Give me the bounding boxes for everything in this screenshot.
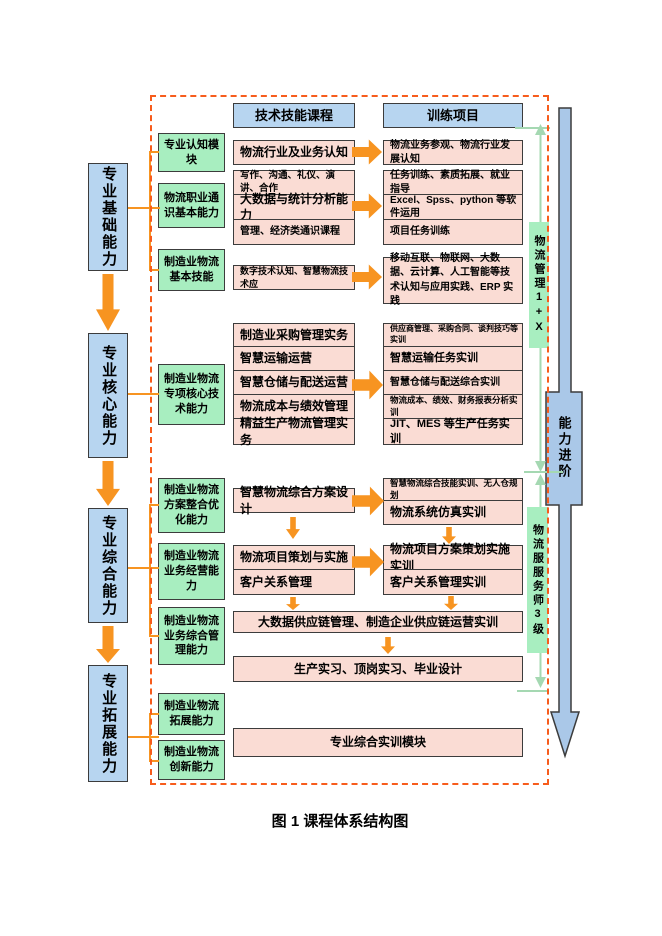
training-general-row: Excel、Spss、python 等软件运用 (383, 194, 523, 220)
connector-basic-hline (128, 207, 160, 209)
connector-comprehensive-stub-bottom (149, 635, 159, 637)
rail-down-arrow-2 (96, 461, 120, 506)
ability-scheme-optimization: 制造业物流方案整合优化能力 (158, 478, 225, 533)
training-general-row: 项目任务训练 (383, 219, 523, 245)
course-business-row: 客户关系管理 (233, 569, 355, 595)
training-scheme-row: 智慧物流综合技能实训、无人仓规划 (383, 478, 523, 501)
connector-expansion-hline (128, 736, 159, 738)
training-general-row: 任务训练、素质拓展、就业指导 (383, 170, 523, 195)
connector-expansion-stub-bottom (149, 760, 159, 762)
ability-expansion: 制造业物流拓展能力 (158, 693, 225, 735)
ability-business-comprehensive: 制造业物流业务综合管理能力 (158, 607, 225, 665)
training-supply-chain-wide: 大数据供应链管理、制造企业供应链运营实训 (233, 611, 523, 633)
down-arrow-business-right (444, 596, 458, 610)
down-arrow-business-left (286, 597, 300, 610)
training-core-row: JIT、MES 等生产任务实训 (383, 418, 523, 445)
connector-comprehensive-vline (149, 504, 151, 637)
connector-comprehensive-hline (128, 567, 159, 569)
course-general-row: 大数据与统计分析能力 (233, 192, 355, 222)
training-comprehensive-module-wide: 专业综合实训模块 (233, 728, 523, 757)
ability-business-management: 制造业物流业务经营能力 (158, 543, 225, 600)
right-arrow-digital (352, 264, 382, 290)
ability-innovation: 制造业物流创新能力 (158, 740, 225, 780)
cert-span-cap-mid (524, 471, 563, 473)
training-core-row: 智慧仓储与配送综合实训 (383, 370, 523, 395)
rail-comprehensive-ability: 专业综合能力 (88, 508, 128, 623)
down-arrow-supply-chain (381, 637, 395, 654)
cert-level3-badge: 物流服服务师3级 (527, 507, 548, 653)
course-business-row: 物流项目策划与实施 (233, 545, 355, 570)
course-digital-skills: 数字技术认知、智慧物流技术应 (233, 265, 355, 290)
rail-down-arrow-1 (96, 274, 120, 331)
training-core-row: 供应商管理、采购合同、谈判技巧等实训 (383, 323, 523, 347)
connector-basic-stub-top (149, 151, 159, 153)
ability-general: 物流职业通识基本能力 (158, 183, 225, 228)
connector-basic-stub-bottom (149, 269, 159, 271)
connector-expansion-stub-top (149, 713, 159, 715)
rail-expansion-ability: 专业拓展能力 (88, 665, 128, 782)
course-core-row: 精益生产物流管理实务 (233, 416, 355, 447)
progress-arrow-label: 能力进阶 (556, 416, 572, 480)
course-core-row: 智慧运输运营 (233, 346, 355, 371)
connector-core-hline (128, 393, 159, 395)
rail-down-arrow-3 (96, 626, 120, 663)
figure-caption: 图 1 课程体系结构图 (271, 813, 409, 830)
header-skills-courses: 技术技能课程 (233, 103, 355, 128)
rail-basic-ability: 专业基础能力 (88, 163, 128, 271)
course-industry-cognition: 物流行业及业务认知 (233, 140, 355, 165)
capability-progress-arrow (545, 107, 583, 759)
ability-basic-skills: 制造业物流基本技能 (158, 249, 225, 291)
connector-basic-vline (149, 151, 151, 271)
rail-core-ability: 专业核心能力 (88, 333, 128, 458)
cert-1x-badge: 物流管理1+X (529, 222, 549, 348)
training-business-row: 客户关系管理实训 (383, 569, 523, 595)
training-scheme-row: 物流系统仿真实训 (383, 500, 523, 525)
training-industry-cognition: 物流业务参观、物流行业发展认知 (383, 140, 523, 165)
training-business-row: 物流项目方案策划实施实训 (383, 542, 523, 573)
course-core-row: 智慧仓储与配送运营 (233, 370, 355, 395)
down-arrow-scheme-left (286, 517, 300, 539)
training-core-row: 物流成本、绩效、财务报表分析实训 (383, 394, 523, 419)
course-core-row: 制造业采购管理实务 (233, 323, 355, 347)
course-scheme-design: 智慧物流综合方案设计 (233, 485, 355, 516)
right-arrow-scheme (352, 486, 384, 516)
cert-span-cap-top (515, 127, 550, 129)
cert-span-cap-bottom (517, 690, 548, 692)
training-digital: 移动互联、物联网、大数据、云计算、人工智能等技术认知与应用实践、ERP 实践 (383, 253, 523, 307)
ability-core-tech: 制造业物流专项核心技术能力 (158, 364, 225, 425)
right-arrow-cognition (352, 139, 382, 165)
right-arrow-core (352, 370, 383, 400)
connector-comprehensive-stub-top (149, 504, 159, 506)
right-arrow-general (352, 193, 382, 219)
header-training-projects: 训练项目 (383, 103, 523, 128)
right-arrow-business (352, 547, 384, 577)
training-internship-wide: 生产实习、顶岗实习、毕业设计 (233, 656, 523, 682)
training-core-row: 智慧运输任务实训 (383, 346, 523, 371)
connector-expansion-vline (149, 713, 151, 762)
course-general-row: 管理、经济类通识课程 (233, 219, 355, 245)
ability-cognition: 专业认知模块 (158, 133, 225, 172)
